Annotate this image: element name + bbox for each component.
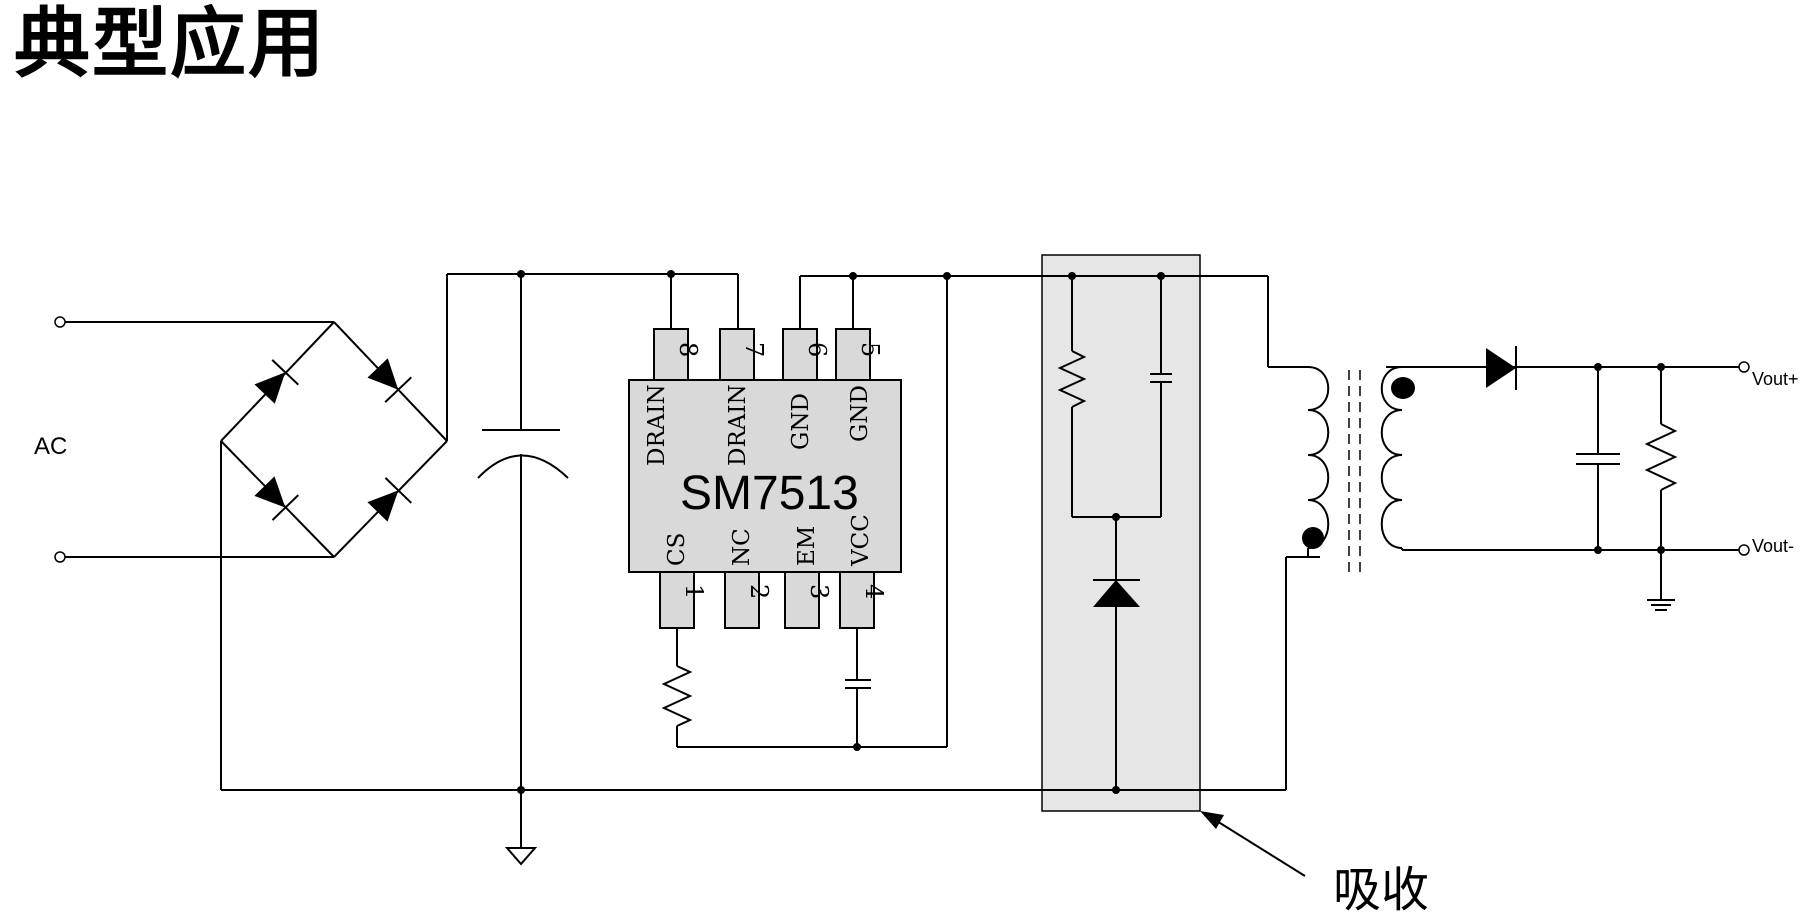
pin-8-num: 8 [674,342,702,357]
pin-8 [653,328,689,381]
pin-6-name: GND [788,393,814,450]
pin-4-name: VCC [848,514,874,567]
diode-icon [1486,346,1517,390]
pin-2-name: NC [729,528,755,566]
pin-3-name: EM [794,526,820,566]
polarity-dot [1302,527,1324,549]
ac-label: AC [34,433,67,460]
snubber-callout: 吸收 [1200,811,1429,918]
page-title: 典型应用 [14,0,326,88]
gnd-rail [799,272,1268,747]
vout-pos-label: Vout+ [1752,369,1799,389]
vout-neg-label: Vout- [1752,536,1794,556]
ac-terminal-bottom [54,551,66,563]
pin-6-num: 6 [803,342,831,357]
pin-8-name: DRAIN [644,384,670,466]
resistor-icon [1644,423,1678,491]
polarity-dot [1391,377,1415,399]
output-stage: Vout+ Vout- [1386,346,1799,611]
pin-7-num: 7 [740,342,768,357]
bridge-rectifier [220,321,448,558]
pin-1-name: CS [664,533,690,566]
ic-sm7513: SM7513 8 7 6 5 DRAIN DRAIN GND GND 1 2 3… [628,328,902,629]
pin-4-num: 4 [860,584,888,599]
dc-bus [220,270,1320,866]
pin-5-num: 5 [856,342,884,357]
pin-1-num: 1 [680,584,708,599]
cs-network [661,628,947,751]
resistor-icon [661,665,693,727]
vout-pos-terminal [1738,361,1750,373]
snubber-box [1041,254,1201,812]
ground-icon [504,847,538,866]
diode-icon [367,358,413,403]
chip-name: SM7513 [680,467,859,520]
pin-7 [719,328,755,381]
diode-icon [1093,579,1140,607]
snubber-label: 吸收 [1333,862,1429,918]
resistor-icon [1057,350,1087,408]
pin-2 [724,571,760,629]
vout-neg-terminal [1738,544,1750,556]
diode-icon [367,477,412,522]
pin-5 [835,328,871,381]
ac-input: AC [34,316,334,563]
snubber-network [1057,272,1172,794]
pin-7-name: DRAIN [725,384,751,466]
transformer [1267,276,1415,572]
diode-icon [254,476,299,521]
pin-1 [659,571,695,629]
pin-3 [784,571,820,629]
pin-4 [839,571,875,629]
diode-icon [254,359,300,404]
pin-5-name: GND [847,385,873,442]
pin-6 [782,328,818,381]
ground-icon [1647,599,1675,611]
pin-2-num: 2 [745,584,773,599]
pin-3-num: 3 [805,584,833,599]
ac-terminal-top [54,316,66,328]
